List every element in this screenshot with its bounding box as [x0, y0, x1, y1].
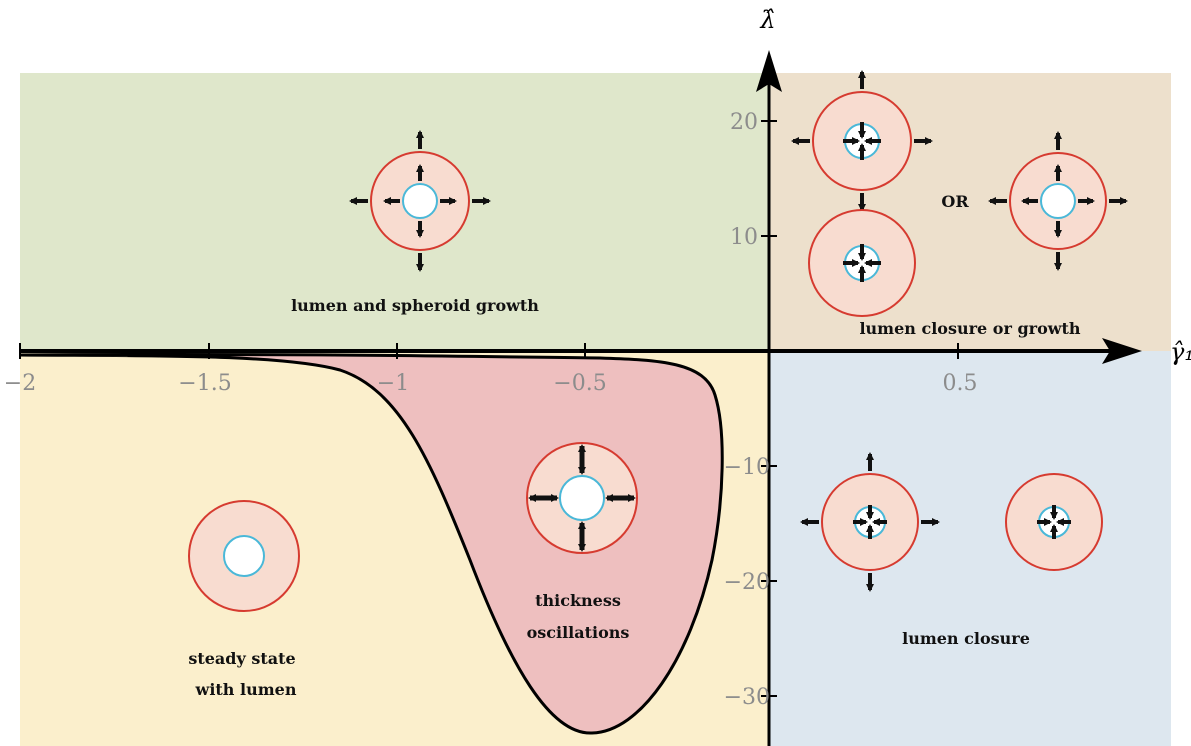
- x-ticks: [19, 343, 959, 359]
- y-axis-label: λ̂: [759, 6, 775, 34]
- x-tick-label: −0.5: [553, 371, 606, 396]
- growth-spheroid-icon: [349, 130, 491, 272]
- lumen-circle: [559, 475, 605, 521]
- x-tick-label: −1: [377, 371, 409, 396]
- oscillation-region: [19, 352, 724, 735]
- y-tick-label: −10: [724, 455, 770, 480]
- oscillations-label-line1: thickness: [535, 591, 621, 610]
- y-tick-label: −30: [724, 685, 770, 710]
- x-tick-label: −1.5: [178, 371, 231, 396]
- closure-icon-b: [1005, 473, 1103, 571]
- closure-growth-icon-b: [808, 209, 916, 317]
- y-tick-label: −20: [724, 570, 770, 595]
- y-axis-arrowhead: [756, 50, 782, 92]
- growth-label: lumen and spheroid growth: [291, 296, 539, 315]
- steady-spheroid-icon: [188, 500, 300, 612]
- spheroid-icons: [188, 70, 1128, 612]
- closure-label: lumen closure: [902, 629, 1030, 648]
- y-tick-label: 10: [730, 225, 758, 250]
- y-tick-label: 20: [730, 110, 758, 135]
- closure-or-growth-label: lumen closure or growth: [859, 319, 1080, 338]
- closure-icon-a: [800, 452, 940, 592]
- oscillation-spheroid-icon: [526, 442, 638, 554]
- lumen-circle: [223, 535, 265, 577]
- closure-growth-icon-c: [988, 131, 1128, 271]
- or-label: OR: [941, 192, 969, 211]
- closure-growth-icon-a: [791, 70, 933, 212]
- steady-state-label-line2: with lumen: [195, 680, 297, 699]
- lumen-circle: [1040, 183, 1076, 219]
- steady-state-label-line1: steady state: [188, 649, 295, 668]
- x-axis-arrowhead: [1102, 338, 1142, 364]
- lumen-circle: [402, 183, 438, 219]
- oscillations-label-line2: oscillations: [527, 623, 630, 642]
- x-tick-label: −2: [4, 371, 36, 396]
- y-ticks: [761, 120, 777, 697]
- x-axis-label: γ̂₁: [1170, 338, 1191, 366]
- x-tick-label: 0.5: [943, 371, 978, 396]
